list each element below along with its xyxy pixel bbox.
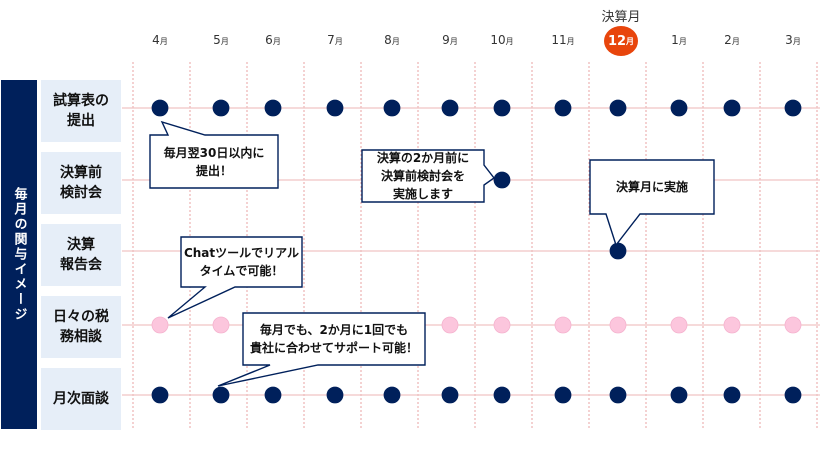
marker-dark [554,99,572,117]
marker-dark [151,99,169,117]
month-label: 4月 [152,33,168,47]
month-label: 8月 [384,33,400,47]
marker-dark [326,386,344,404]
marker-dark [609,386,627,404]
marker-dark [264,386,282,404]
marker-pink [441,316,459,334]
month-label: 7月 [327,33,343,47]
callout-text: 毎月翌30日以内に 提出！ [163,145,265,178]
marker-dark [441,386,459,404]
row-label: 決算 報告会 [41,224,121,286]
callout-text: 決算の2か月前に 決算前検討会を 実施します [376,151,470,201]
marker-dark [326,99,344,117]
marker-pink [554,316,572,334]
month-label: 6月 [265,33,281,47]
marker-pink [609,316,627,334]
marker-dark [493,386,511,404]
marker-dark [554,386,572,404]
fiscal-month-label: 決算月 [601,10,641,25]
marker-dark [784,386,802,404]
callout-text: Chatツールでリアル タイムで可能！ [183,246,300,278]
marker-pink [151,316,169,334]
marker-dark [151,386,169,404]
callout-box [361,149,496,203]
marker-pink [212,316,230,334]
month-label: 11月 [551,33,575,47]
row-label: 試算表の 提出 [41,80,121,142]
row-label: 月次面談 [41,368,121,430]
marker-dark [670,386,688,404]
marker-dark [441,99,459,117]
row-label: 日々の税 務相談 [41,296,121,358]
marker-pink [784,316,802,334]
marker-dark [264,99,282,117]
row-label: 決算前 検討会 [41,152,121,214]
callout-box [589,159,715,247]
callout-text: 決算月に実施 [615,180,688,194]
marker-dark [493,171,511,189]
marker-dark [723,386,741,404]
marker-dark [670,99,688,117]
callout-box [167,236,303,319]
month-label: 9月 [442,33,458,47]
marker-dark [609,242,627,260]
marker-pink [670,316,688,334]
marker-dark [784,99,802,117]
marker-dark [383,99,401,117]
marker-dark [493,99,511,117]
callout-box [217,312,426,387]
marker-dark [383,386,401,404]
side-label: 毎月の関与イメージ [11,187,27,322]
month-label: 3月 [785,33,801,47]
month-label: 10月 [490,33,514,47]
marker-dark [609,99,627,117]
callout-box [149,120,279,189]
side-label-bar: 毎月の関与イメージ [1,80,37,429]
marker-dark [723,99,741,117]
month-label: 5月 [213,33,229,47]
marker-dark [212,99,230,117]
month-label: 1月 [671,33,687,47]
callout-text: 毎月でも、2か月に1回でも 貴社に合わせてサポート可能！ [249,323,418,355]
marker-pink [723,316,741,334]
marker-dark [212,386,230,404]
month-label: 2月 [724,33,740,47]
marker-pink [493,316,511,334]
